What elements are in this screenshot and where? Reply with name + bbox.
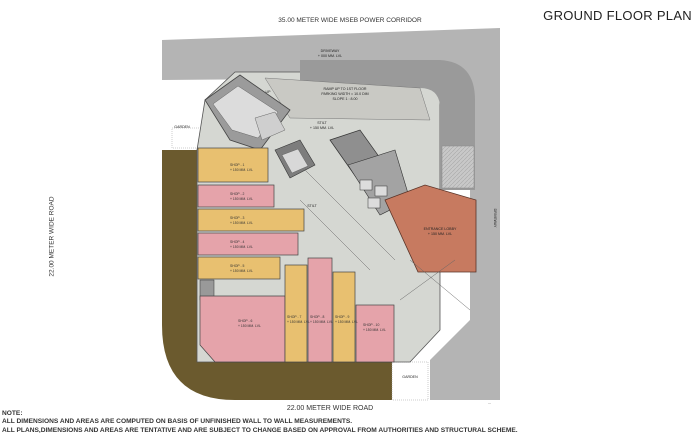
note-line-2: ALL PLANS,DIMENSIONS AND AREAS ARE TENTA…: [2, 426, 518, 434]
toilet-room: [281, 148, 309, 174]
shop-8-name: SHOP - 8: [310, 315, 325, 319]
ramp-slope-label: SLOPE 1 : 8.00: [333, 97, 358, 101]
shop-3-name: SHOP - 3: [230, 216, 245, 220]
shop-6-area: + 150 MM. LVL: [238, 324, 261, 328]
shop-2-name: SHOP - 2: [230, 192, 245, 196]
lift-cabin-1: [359, 179, 373, 191]
shop-10-area: + 150 MM. LVL: [363, 328, 386, 332]
note-block: NOTE: ALL DIMENSIONS AND AREAS ARE COMPU…: [2, 410, 698, 435]
note-line-1: ALL DIMENSIONS AND AREAS ARE COMPUTED ON…: [2, 418, 353, 426]
stilt-level-label: + 150 MM. LVL: [310, 126, 334, 130]
shop-4: [197, 232, 299, 256]
shop-6: [199, 295, 286, 363]
entrance-lobby-label: ENTRANCE LOBBY: [424, 227, 457, 231]
shop-1-name: SHOP - 1: [230, 163, 245, 167]
shop-4-name: SHOP - 4: [230, 240, 245, 244]
shop-8: [307, 257, 333, 363]
shop-2: [197, 184, 275, 208]
scale-marker: —: [488, 401, 491, 405]
stilt-2-label: STILT: [307, 204, 317, 208]
service-room-2: [254, 111, 286, 141]
shop-9-name: SHOP - 9: [335, 315, 350, 319]
driveway-top-level: + 000 MM. LVL: [318, 54, 342, 58]
shop-4-area: + 150 MM. LVL: [230, 245, 253, 249]
garden-bottom: [391, 361, 429, 401]
shop-7-area: + 150 MM. LVL: [287, 320, 310, 324]
shop-6-name: SHOP - 6: [238, 319, 253, 323]
shop-8-area: + 150 MM. LVL: [310, 320, 333, 324]
bottom-road-label: 22.00 METER WIDE ROAD: [286, 405, 374, 412]
shop-5-name: SHOP - 5: [230, 264, 245, 268]
lift-cabin-3: [367, 197, 381, 209]
stilt-grid: [299, 169, 471, 311]
ramp-label: RAMP UP TO 1ST FLOOR: [323, 87, 366, 91]
power-corridor: [162, 28, 500, 400]
driveway-right-label: DRIVEWAY: [493, 209, 497, 228]
corridor-label: 35.00 METER WIDE MSEB POWER CORRIDOR: [278, 17, 422, 24]
up-label: UP: [266, 90, 272, 94]
shop-2-area: + 150 MM. LVL: [230, 197, 253, 201]
left-shops: [197, 147, 305, 280]
entrance-lobby: [384, 184, 477, 273]
lift-cabin-2: [374, 185, 388, 197]
stilt-label: STILT: [317, 121, 327, 125]
shop-10: [355, 304, 395, 363]
road-surface: [162, 150, 392, 400]
garden-bottom-label: GARDEN: [402, 375, 418, 379]
shop-5: [197, 256, 281, 280]
shop-10-name: SHOP - 10: [363, 323, 379, 327]
page-title: GROUND FLOOR PLAN: [543, 8, 692, 23]
shop-7-name: SHOP - 7: [287, 315, 302, 319]
parking-hatch: [441, 145, 475, 189]
driveway-top-label: DRIVEWAY: [321, 49, 340, 53]
garden-top-label: GARDEN: [174, 125, 190, 129]
shop-3: [197, 208, 305, 232]
shop-1-area: + 150 MM. LVL: [230, 168, 253, 172]
shop-1: [197, 147, 269, 183]
shop-3-area: + 150 MM. LVL: [230, 221, 253, 225]
note-heading: NOTE:: [2, 410, 23, 417]
shop-7: [284, 264, 308, 363]
shop-5-area: + 150 MM. LVL: [230, 269, 253, 273]
shop-9-area: + 150 MM. LVL: [335, 320, 358, 324]
ramp-sub-label: PARKING WIDTH = 10.0 DIM: [321, 92, 368, 96]
shop-9: [332, 271, 356, 363]
entrance-level-label: + 150 MM. LVL: [428, 232, 452, 236]
bottom-shops: [199, 257, 395, 363]
